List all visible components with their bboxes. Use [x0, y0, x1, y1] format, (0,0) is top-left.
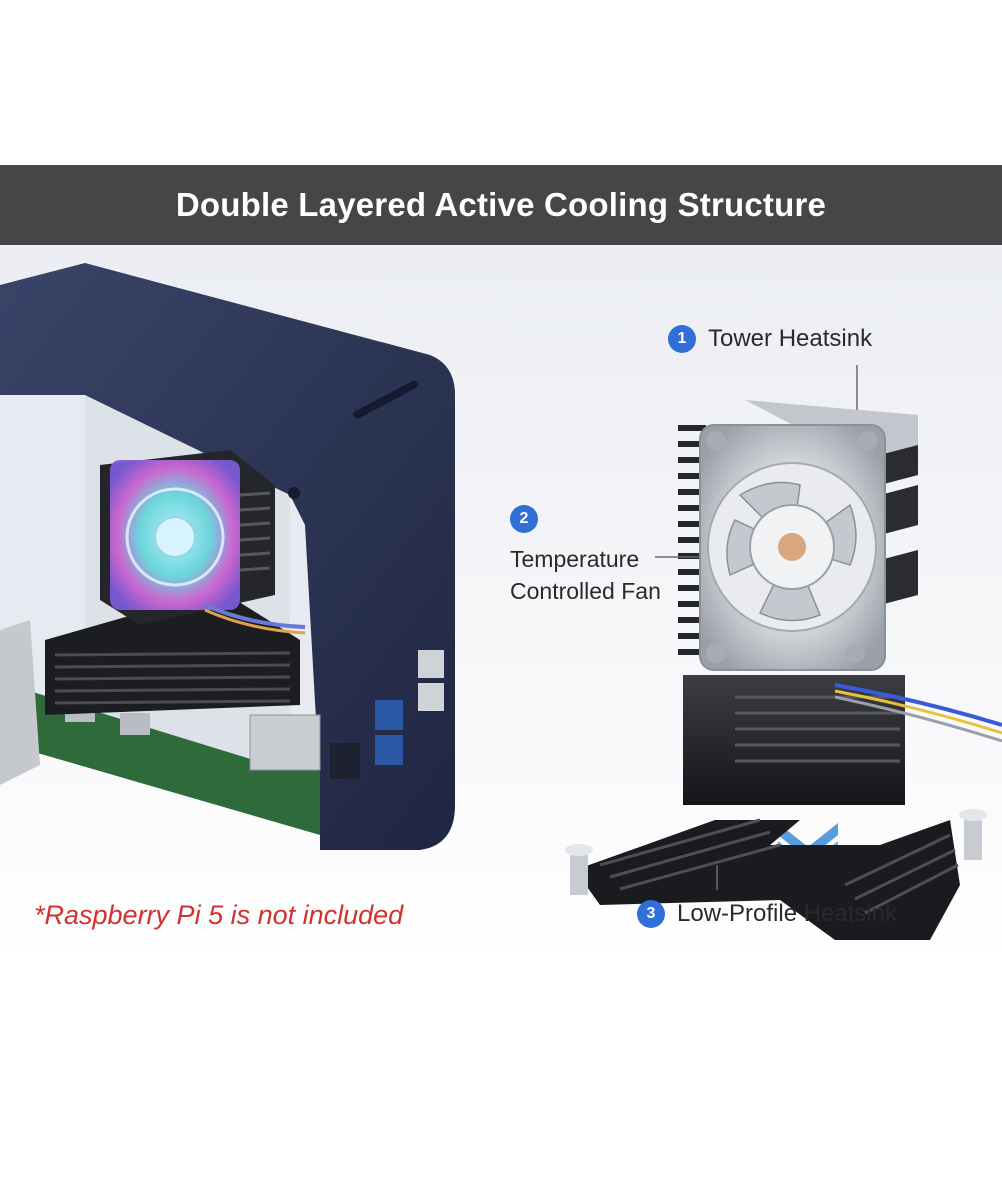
callout-low-profile-heatsink: 3 Low-Profile Heatsink [637, 900, 897, 928]
callout-label-line2: Controlled Fan [510, 578, 661, 604]
product-illustration [0, 263, 1002, 940]
callout-leader-lines [655, 365, 858, 890]
spring-screw-icon [959, 809, 987, 860]
product-image-panel: Double Layered Active Cooling Structure [0, 165, 1002, 966]
callout-number-badge: 2 [510, 505, 538, 533]
callout-label: Tower Heatsink [708, 325, 873, 352]
page-title: Double Layered Active Cooling Structure [175, 186, 827, 223]
callout-label: Low-Profile Heatsink [677, 900, 898, 927]
temperature-controlled-fan [699, 424, 1002, 743]
callout-number-badge: 3 [637, 900, 665, 928]
callout-number-badge: 1 [668, 325, 696, 353]
low-profile-heatsink [565, 809, 987, 940]
callout-label-line1: Temperature [510, 546, 640, 572]
rgb-fan-installed [100, 450, 306, 635]
title-bar: Double Layered Active Cooling Structure [0, 165, 1002, 245]
callout-temperature-fan: 2 Temperature Controlled Fan [510, 505, 661, 607]
callout-tower-heatsink: 1 Tower Heatsink [668, 325, 872, 353]
disclaimer-note: *Raspberry Pi 5 is not included [34, 900, 404, 930]
spring-screw-icon [565, 844, 593, 895]
